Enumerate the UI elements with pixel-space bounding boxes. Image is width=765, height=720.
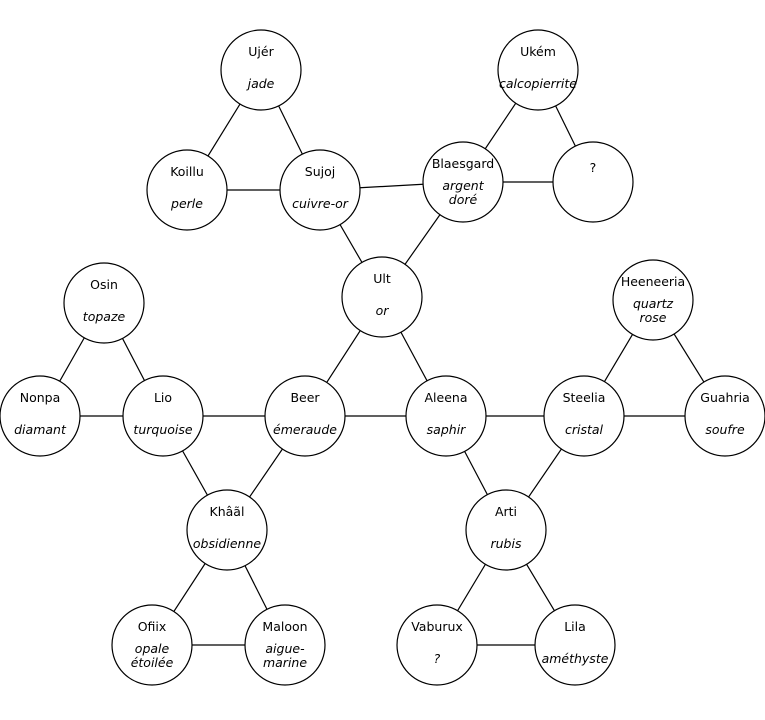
node-circle-arti xyxy=(465,489,547,571)
node-koillu: Koillu perle xyxy=(146,149,228,231)
node-stone-ult: or xyxy=(376,303,390,318)
node-steelia: Steelia cristal xyxy=(543,375,625,457)
node-stone-koillu: perle xyxy=(170,196,203,211)
node-ult: Ult or xyxy=(341,256,423,338)
node-name-sujoj: Sujoj xyxy=(305,164,335,179)
node-name-maloon: Maloon xyxy=(262,619,307,634)
node-stone-ujer: jade xyxy=(246,76,275,91)
node-stone-osin: topaze xyxy=(83,309,126,324)
node-osin: Osin topaze xyxy=(63,262,145,344)
node-circle-guahria xyxy=(684,375,765,457)
node-circle-sujoj xyxy=(279,149,361,231)
node-sujoj: Sujoj cuivre-or xyxy=(279,149,361,231)
node-name-nonpa: Nonpa xyxy=(20,390,61,405)
node-stone-beer: émeraude xyxy=(273,422,337,437)
node-circle-lio xyxy=(122,375,204,457)
node-circle-unknown1 xyxy=(552,141,634,223)
node-circle-ult xyxy=(341,256,423,338)
node-name-lio: Lio xyxy=(154,390,172,405)
node-stone-nonpa: diamant xyxy=(14,422,67,437)
node-name-heeneeria: Heeneeria xyxy=(621,274,685,289)
node-circle-nonpa xyxy=(0,375,81,457)
node-circle-lila xyxy=(534,604,616,686)
node-circle-ukem xyxy=(497,29,579,111)
node-stone-ofiix-1: étoilée xyxy=(131,655,174,670)
node-stone-sujoj: cuivre-or xyxy=(292,196,349,211)
node-circle-aleena xyxy=(405,375,487,457)
node-name-ujer: Ujér xyxy=(248,44,274,59)
node-stone-ofiix-0: opale xyxy=(135,641,170,656)
node-circle-heeneeria xyxy=(612,259,694,341)
node-khaal: Khâãl obsidienne xyxy=(186,489,268,571)
node-aleena: Aleena saphir xyxy=(405,375,487,457)
node-name-khaal: Khâãl xyxy=(210,504,245,519)
node-name-lila: Lila xyxy=(564,619,586,634)
node-circle-blaesgard xyxy=(422,141,504,223)
node-circle-ofiix xyxy=(111,604,193,686)
node-stone-blaesgard-1: doré xyxy=(449,192,478,207)
node-unknown1: ? xyxy=(552,141,634,223)
node-name-beer: Beer xyxy=(290,390,320,405)
node-nonpa: Nonpa diamant xyxy=(0,375,81,457)
node-guahria: Guahria soufre xyxy=(684,375,765,457)
node-name-guahria: Guahria xyxy=(700,390,749,405)
node-name-ofiix: Ofiix xyxy=(138,619,167,634)
node-stone-blaesgard-0: argent xyxy=(442,178,484,193)
node-name-unknown1: ? xyxy=(590,160,597,175)
node-maloon: Maloon aigue-marine xyxy=(244,604,326,686)
node-name-koillu: Koillu xyxy=(170,164,204,179)
node-stone-arti: rubis xyxy=(491,536,522,551)
node-circle-koillu xyxy=(146,149,228,231)
node-stone-guahria: soufre xyxy=(705,422,745,437)
node-stone-khaal: obsidienne xyxy=(193,536,262,551)
node-stone-lila: améthyste xyxy=(542,651,609,666)
node-name-osin: Osin xyxy=(90,277,118,292)
node-ujer: Ujér jade xyxy=(220,29,302,111)
node-stone-ukem: calcopierrite xyxy=(499,76,577,91)
node-beer: Beer émeraude xyxy=(264,375,346,457)
node-vaburux: Vaburux? xyxy=(396,604,478,686)
node-name-arti: Arti xyxy=(495,504,517,519)
node-ukem: Ukém calcopierrite xyxy=(497,29,579,111)
node-arti: Arti rubis xyxy=(465,489,547,571)
node-circle-maloon xyxy=(244,604,326,686)
node-stone-lio: turquoise xyxy=(133,422,192,437)
node-stone-maloon-0: aigue- xyxy=(265,641,305,656)
node-stone-vaburux: ? xyxy=(434,651,441,666)
node-circle-steelia xyxy=(543,375,625,457)
node-name-steelia: Steelia xyxy=(563,390,606,405)
node-circle-beer xyxy=(264,375,346,457)
node-name-vaburux: Vaburux xyxy=(411,619,463,634)
node-circle-osin xyxy=(63,262,145,344)
node-circle-khaal xyxy=(186,489,268,571)
node-name-ukem: Ukém xyxy=(520,44,556,59)
node-stone-heeneeria-1: rose xyxy=(640,310,667,325)
node-circle-ujer xyxy=(220,29,302,111)
node-name-aleena: Aleena xyxy=(425,390,468,405)
node-circle-vaburux xyxy=(396,604,478,686)
node-name-ult: Ult xyxy=(373,271,391,286)
node-name-blaesgard: Blaesgard xyxy=(432,156,494,171)
node-lila: Lila améthyste xyxy=(534,604,616,686)
node-stone-maloon-1: marine xyxy=(263,655,307,670)
node-stone-steelia: cristal xyxy=(565,422,604,437)
node-stone-heeneeria-0: quartz xyxy=(633,296,674,311)
node-lio: Lio turquoise xyxy=(122,375,204,457)
node-stone-aleena: saphir xyxy=(427,422,467,437)
